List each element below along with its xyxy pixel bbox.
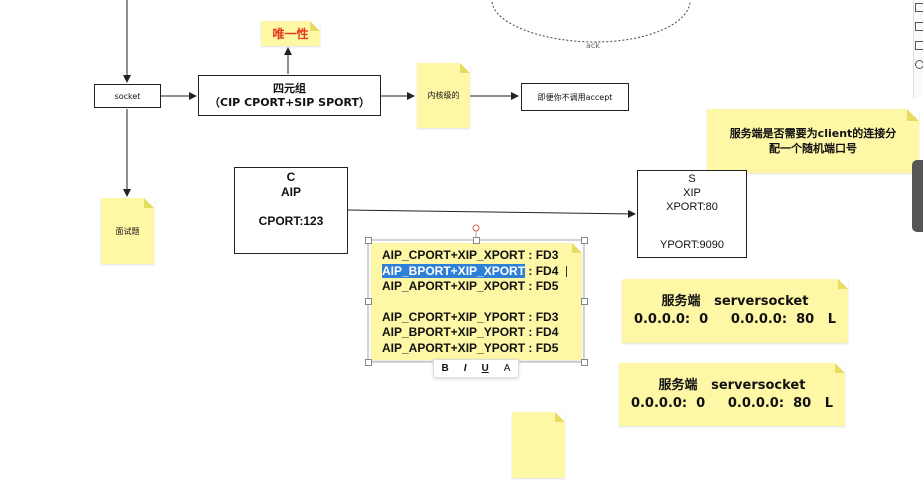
empty-note[interactable] (512, 412, 565, 478)
resize-handle-tm[interactable] (473, 237, 480, 244)
resize-handle-mr[interactable] (581, 298, 588, 305)
tuple-box[interactable]: 四元组 （CIP CPORT+SIP SPORT） (198, 75, 381, 116)
right-toolbar (913, 0, 923, 98)
toolbar-icon-1[interactable] (915, 3, 923, 12)
server-title: S (688, 173, 696, 185)
kernel-text: 内核级的 (427, 91, 460, 100)
fd-line-2: AIP_BPORT+XIP_XPORT : FD4 (382, 263, 582, 280)
tuple-detail: （CIP CPORT+SIP SPORT） (209, 95, 370, 109)
accept-box[interactable]: 即便你不调用accept (521, 83, 629, 111)
resize-handle-ml[interactable] (365, 298, 372, 305)
resize-handle-br[interactable] (581, 359, 588, 366)
server-note-2-title: 服务端 serversocket (658, 377, 806, 393)
toolbar-icon-4[interactable] (915, 60, 923, 69)
client-box[interactable]: C AIP CPORT:123 (234, 167, 348, 254)
interview-note[interactable]: 面试题 (101, 198, 154, 264)
fd-line-2-selected[interactable]: AIP_BPORT+XIP_XPORT (382, 263, 526, 278)
server-port-y: YPORT:9090 (659, 239, 724, 251)
interview-text: 面试题 (115, 226, 140, 236)
question-note[interactable]: 服务端是否需要为client的连接分 配一个随机端口号 (707, 109, 919, 173)
socket-label: socket (114, 91, 141, 101)
server-note-2-addr: 0.0.0.0: 0 0.0.0.0: 80 L (630, 395, 834, 411)
format-toolbar: B I U A (433, 359, 519, 378)
toolbar-icon-2[interactable] (915, 22, 923, 31)
fd-line-2-suffix: : FD4 (525, 263, 559, 278)
uniqueness-text: 唯一性 (272, 27, 309, 41)
uniqueness-note[interactable]: 唯一性 (261, 21, 320, 46)
toolbar-icon-3[interactable] (915, 41, 923, 50)
resize-handle-bl[interactable] (365, 359, 372, 366)
accept-text: 即便你不调用accept (537, 92, 613, 102)
italic-button[interactable]: I (463, 363, 467, 374)
ack-label: ack (586, 41, 600, 50)
client-title: C (286, 170, 296, 184)
fd-line-6: AIP_APORT+XIP_YPORT : FD5 (382, 340, 559, 355)
server-port-x: XPORT:80 (666, 201, 718, 213)
kernel-note[interactable]: 内核级的 (417, 63, 470, 128)
arrow-client-to-server (347, 209, 636, 218)
server-note-2[interactable]: 服务端 serversocket 0.0.0.0: 0 0.0.0.0: 80 … (619, 363, 845, 426)
server-ip: XIP (683, 187, 701, 199)
fd-note[interactable]: AIP_CPORT+XIP_XPORT : FD3 AIP_BPORT+XIP_… (371, 243, 582, 360)
ack-ellipse (491, 1, 691, 43)
tuple-title: 四元组 (273, 81, 306, 95)
server-box[interactable]: S XIP XPORT:80 YPORT:9090 (637, 170, 747, 258)
client-ip: AIP (280, 185, 301, 199)
server-note-1-title: 服务端 serversocket (661, 294, 809, 309)
client-port: CPORT:123 (258, 214, 324, 228)
fd-line-4: AIP_CPORT+XIP_YPORT : FD3 (382, 309, 559, 324)
socket-box[interactable]: socket (94, 84, 161, 108)
scrollbar-thumb[interactable] (912, 160, 923, 232)
question-line-1: 服务端是否需要为client的连接分 (729, 127, 897, 140)
server-note-1[interactable]: 服务端 serversocket 0.0.0.0: 0 0.0.0.0: 80 … (622, 279, 848, 343)
resize-handle-tr[interactable] (581, 237, 588, 244)
rotate-handle (472, 224, 480, 232)
bold-button[interactable]: B (441, 363, 449, 374)
underline-button[interactable]: U (481, 363, 489, 374)
text-cursor-icon (566, 266, 567, 277)
resize-handle-tl[interactable] (365, 237, 372, 244)
fd-spacer (382, 295, 582, 310)
font-color-button[interactable]: A (503, 363, 511, 374)
server-note-1-addr: 0.0.0.0: 0 0.0.0.0: 80 L (633, 312, 837, 327)
fd-line-3: AIP_APORT+XIP_XPORT : FD5 (382, 279, 559, 293)
fd-line-1: AIP_CPORT+XIP_XPORT : FD3 (382, 248, 559, 262)
question-line-2: 配一个随机端口号 (769, 142, 857, 155)
fd-line-5: AIP_BPORT+XIP_YPORT : FD4 (382, 325, 559, 339)
